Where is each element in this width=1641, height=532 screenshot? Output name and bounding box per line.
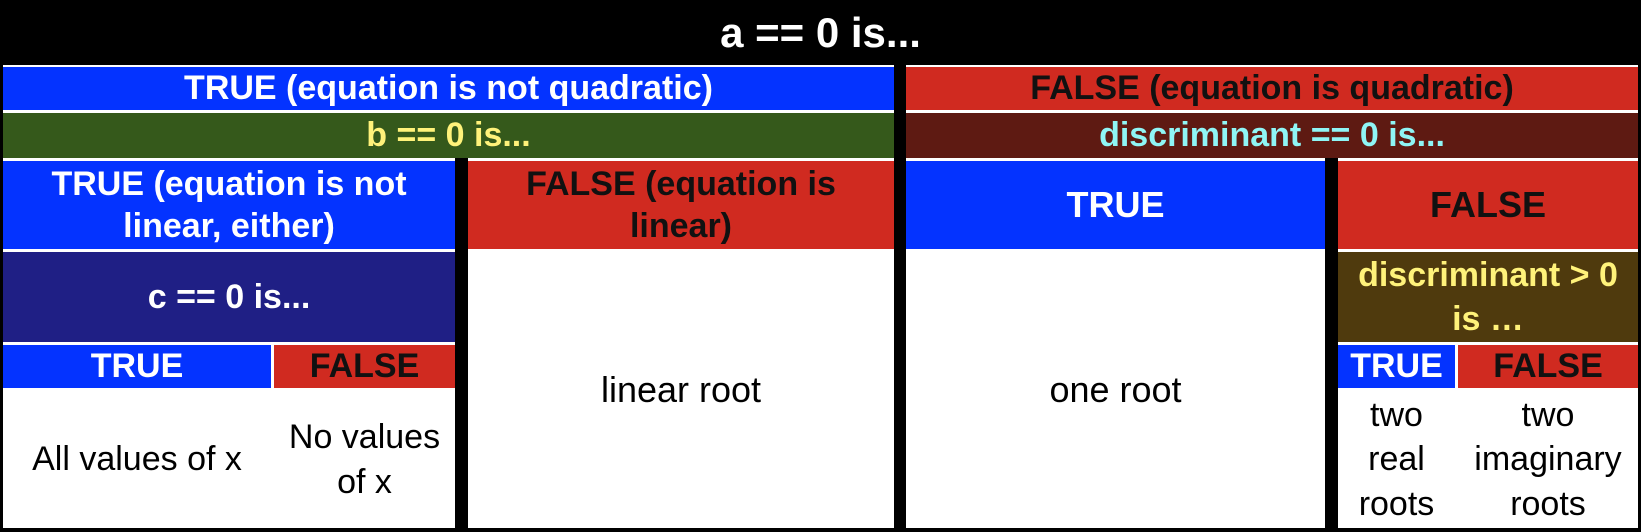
b-question: b == 0 is... [3,113,894,158]
border-right [1638,0,1641,532]
root-header: a == 0 is... [0,0,1641,65]
disc-question: discriminant == 0 is... [906,113,1638,158]
divider-disc [1325,158,1338,532]
pos-true-header: TRUE [1338,345,1455,388]
result-two-real-roots: two real roots [1338,391,1455,528]
result-all-values: All values of x [3,391,271,528]
result-two-imaginary-roots: two imaginary roots [1458,391,1638,528]
result-one-root: one root [906,252,1325,528]
result-no-values: No values of x [274,391,455,528]
border-bottom [0,528,1641,532]
c-false-header: FALSE [274,345,455,388]
pos-false-header: FALSE [1458,345,1638,388]
disc-zero-true-header: TRUE [906,161,1325,249]
b-false-header: FALSE (equation is linear) [468,161,894,249]
c-true-header: TRUE [3,345,271,388]
result-linear-root: linear root [468,252,894,528]
disc-pos-question: discriminant > 0 is … [1338,252,1638,342]
divider-b [455,158,468,532]
b-true-header: TRUE (equation is not linear, either) [3,161,455,249]
a-true-header: TRUE (equation is not quadratic) [3,67,894,110]
a-false-header: FALSE (equation is quadratic) [906,67,1638,110]
c-question: c == 0 is... [3,252,455,342]
border-left [0,0,3,532]
divider-main [894,65,906,532]
disc-zero-false-header: FALSE [1338,161,1638,249]
